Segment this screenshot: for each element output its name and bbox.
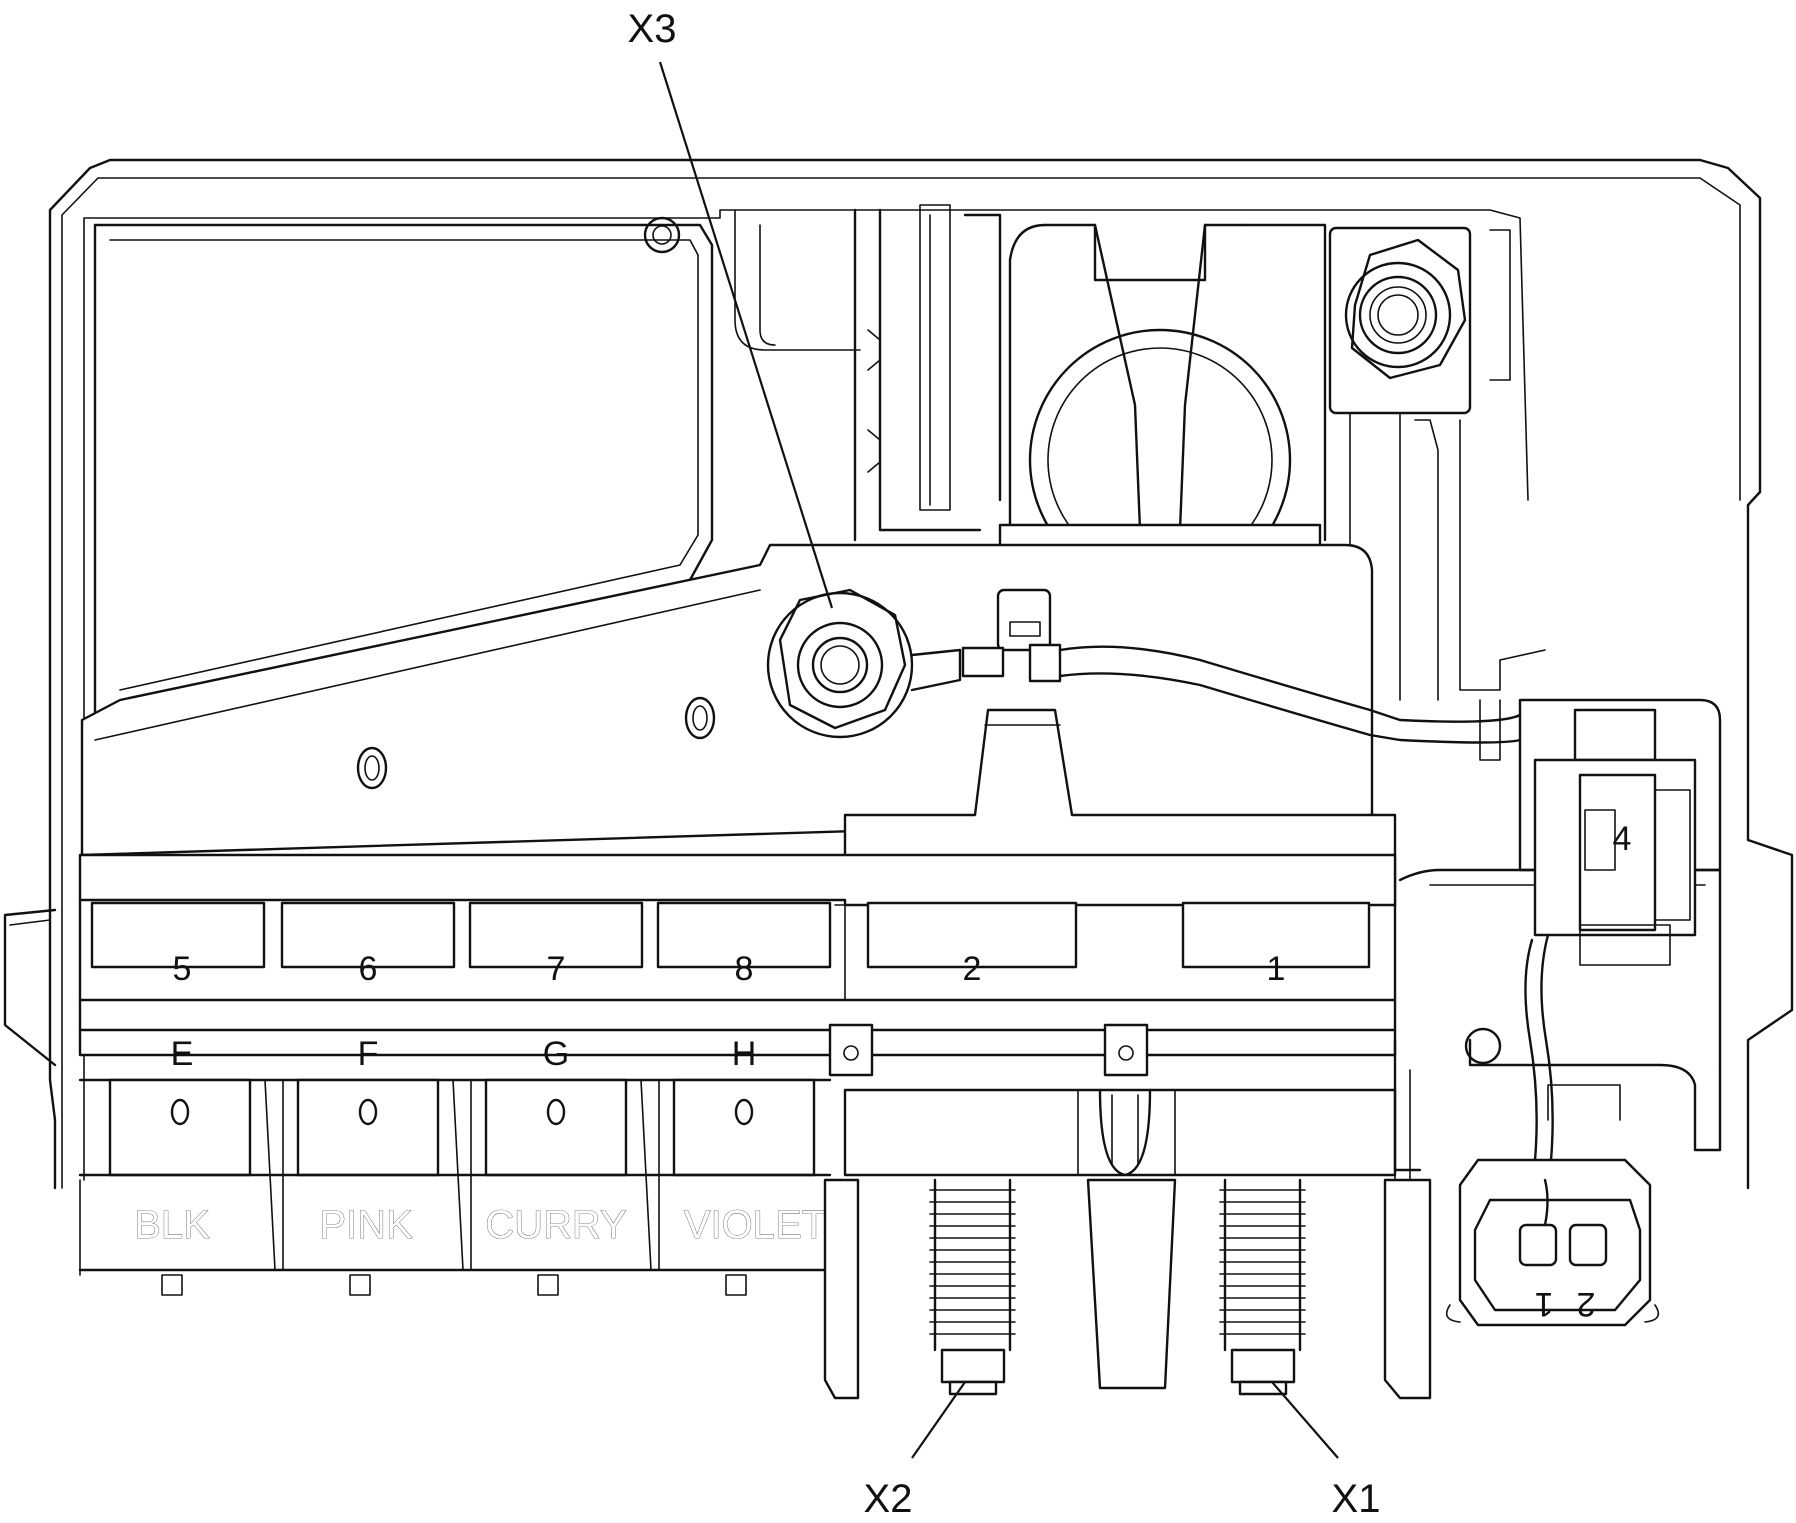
- slot-letter-h: H: [732, 1035, 757, 1073]
- connector-pin-1: 1: [1535, 1285, 1554, 1323]
- x3-stud: [766, 588, 962, 739]
- large-slot-labels: 2 1: [866, 901, 1371, 988]
- lower-right-section: [823, 1059, 1432, 1400]
- color-label-curry: CURRY: [485, 1203, 627, 1247]
- color-label-pink: PINK: [319, 1203, 413, 1247]
- x1-cable: [1219, 1178, 1306, 1396]
- slot-letter-e: E: [171, 1035, 194, 1073]
- connector-4-label: 4: [1613, 820, 1632, 858]
- color-labels: BLK PINK CURRY VIOLET: [134, 1203, 827, 1248]
- middle-deck: [80, 543, 1374, 857]
- lower-fuse-bodies: [78, 1078, 832, 1296]
- slot-letters: E F G H: [171, 1035, 757, 1073]
- center-rails: [853, 204, 1002, 542]
- slot-number-8: 8: [735, 950, 754, 988]
- connector-4: 4: [1518, 698, 1722, 966]
- slot-number-1: 1: [1267, 950, 1286, 988]
- x2-cable: [929, 1178, 1016, 1396]
- strip-mount-tabs: [828, 1023, 1149, 1077]
- slot-letter-f: F: [358, 1035, 379, 1073]
- small-slot-labels: 5 6 7 8: [90, 901, 832, 988]
- callout-x1: X1: [1332, 1477, 1381, 1521]
- callout-x3: X3: [628, 7, 677, 51]
- callout-x2: X2: [864, 1477, 913, 1521]
- color-label-blk: BLK: [134, 1203, 210, 1247]
- callout-leaders: [658, 61, 1339, 1459]
- battery-post-bracket: [998, 223, 1327, 592]
- slot-number-2: 2: [963, 950, 982, 988]
- slot-letter-g: G: [543, 1035, 569, 1073]
- pigtail-connector: 2 1: [1445, 933, 1660, 1327]
- stud-nut-top-right: [1328, 226, 1546, 701]
- housing-outline: [3, 158, 1794, 1190]
- slot-number-7: 7: [547, 950, 566, 988]
- slot-number-6: 6: [359, 950, 378, 988]
- harness-x3-to-connector: [961, 588, 1522, 761]
- color-label-violet: VIOLET: [684, 1203, 826, 1247]
- connector-pin-2: 2: [1577, 1285, 1596, 1323]
- slot-number-5: 5: [173, 950, 192, 988]
